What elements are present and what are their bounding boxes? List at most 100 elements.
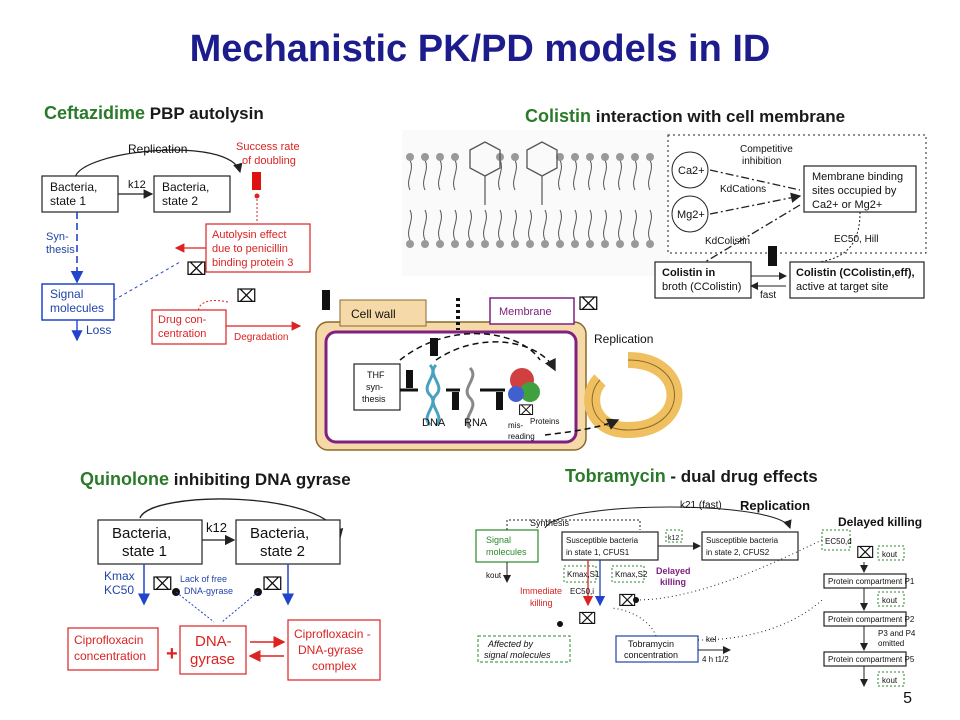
svg-text:DNA-gyrase: DNA-gyrase [298, 643, 364, 657]
svg-text:reading: reading [508, 432, 535, 441]
section-quinolone: Quinolone inhibiting DNA gyrase [80, 469, 351, 490]
tobramycin-rest: - dual drug effects [665, 467, 818, 486]
svg-text:Kmax,S2: Kmax,S2 [615, 570, 648, 579]
svg-text:Delayed: Delayed [656, 566, 691, 576]
svg-text:KC50: KC50 [104, 583, 134, 597]
svg-text:Replication: Replication [740, 498, 810, 513]
protein-p2-box [823, 611, 907, 627]
tobra-effect-icon-1: ⌧ [618, 593, 636, 610]
svg-text:kout: kout [882, 676, 898, 685]
ca-ion [671, 151, 709, 189]
colistin-rest: interaction with cell membrane [591, 107, 846, 126]
svg-text:broth (CColistin): broth (CColistin) [662, 281, 741, 293]
ceftazidime-rest: PBP autolysin [145, 104, 264, 123]
svg-text:kout: kout [486, 571, 502, 580]
svg-text:thesis: thesis [46, 244, 75, 256]
svg-text:Ciprofloxacin: Ciprofloxacin [74, 633, 143, 647]
svg-text:KdColistin: KdColistin [705, 236, 750, 247]
colistin-effect-marker [768, 246, 777, 266]
bacterial-cell-diagram: Cell wall Membrane ⌧ Replication THF syn… [315, 290, 683, 451]
svg-text:Membrane binding: Membrane binding [812, 171, 903, 183]
colistin-membrane-image [402, 130, 670, 276]
svg-text:Bacteria,: Bacteria, [250, 525, 309, 542]
svg-text:RNA: RNA [464, 417, 488, 429]
dna-gyrase-box [179, 625, 247, 675]
quin-effect-icon-1: ⌧ [152, 574, 173, 594]
svg-text:k21 (fast): k21 (fast) [680, 500, 722, 511]
cell-wall-box [339, 299, 427, 327]
svg-text:Tobramycin: Tobramycin [628, 639, 674, 649]
svg-text:Syn-: Syn- [46, 231, 69, 243]
quin-state1-box [97, 519, 203, 565]
svg-text:sites occupied by: sites occupied by [812, 185, 897, 197]
svg-text:kout: kout [882, 550, 898, 559]
svg-text:EC50,d: EC50,d [825, 537, 852, 546]
affected-by-box [477, 635, 571, 663]
colistin-cell-icon: ⌧ [578, 294, 599, 314]
svg-text:DNA-gyrase: DNA-gyrase [184, 586, 233, 596]
thf-box [353, 363, 401, 411]
svg-text:mis-: mis- [508, 421, 523, 430]
svg-text:Kmax: Kmax [104, 569, 135, 583]
colistin-diagram: Ca2+ Mg2+ Competitive inhibition KdCatio… [654, 134, 927, 301]
protein-p5-box [823, 651, 907, 667]
svg-text:Affected by: Affected by [487, 639, 534, 649]
quinolone-drug: Quinolone [80, 469, 169, 489]
svg-text:Loss: Loss [86, 323, 111, 337]
ceftazidime-drug: Ceftazidime [44, 103, 146, 123]
svg-text:Bacteria,: Bacteria, [112, 525, 171, 542]
svg-text:fast: fast [760, 290, 776, 301]
svg-text:binding protein 3: binding protein 3 [212, 257, 293, 269]
svg-text:in state 2, CFUS2: in state 2, CFUS2 [706, 548, 770, 557]
svg-text:+: + [166, 643, 178, 665]
dna-helix [425, 363, 441, 427]
svg-text:Protein compartment P1: Protein compartment P1 [828, 577, 915, 586]
cipro-gyrase-complex-box [287, 619, 381, 681]
svg-text:THF: THF [367, 370, 385, 380]
svg-text:Ca2+ or Mg2+: Ca2+ or Mg2+ [812, 199, 882, 211]
misreading-icon: ⌧ [518, 402, 534, 418]
svg-text:DNA: DNA [422, 417, 446, 429]
quin-effect-icon-2: ⌧ [262, 574, 283, 594]
section-colistin: Colistin interaction with cell membrane [525, 106, 845, 127]
svg-text:state 2: state 2 [162, 194, 198, 208]
svg-text:state 1: state 1 [122, 543, 167, 560]
ceftazidime-diagram: Replication Bacteria, state 1 k12 Bacter… [41, 141, 311, 345]
svg-text:Drug con-: Drug con- [158, 314, 207, 326]
svg-text:Colistin (CColistin,eff),: Colistin (CColistin,eff), [796, 267, 915, 279]
svg-text:thesis: thesis [362, 394, 386, 404]
ceft-state1-box [41, 175, 119, 213]
quinolone-rest: inhibiting DNA gyrase [169, 470, 351, 489]
svg-text:molecules: molecules [486, 547, 527, 557]
svg-text:Ca2+: Ca2+ [678, 165, 705, 177]
section-tobramycin: Tobramycin - dual drug effects [565, 466, 818, 487]
svg-text:kout: kout [882, 596, 898, 605]
svg-text:due to penicillin: due to penicillin [212, 243, 288, 255]
ceft-effect-icon-2: ⌧ [236, 286, 257, 306]
svg-text:of doubling: of doubling [242, 155, 296, 167]
drug-concentration-box [151, 309, 227, 345]
svg-text:Signal: Signal [50, 287, 83, 301]
svg-text:gyrase: gyrase [190, 651, 235, 668]
svg-text:P3 and P4: P3 and P4 [878, 629, 916, 638]
svg-text:Susceptible bacteria: Susceptible bacteria [566, 536, 639, 545]
svg-text:Mg2+: Mg2+ [677, 209, 705, 221]
svg-text:state 2: state 2 [260, 543, 305, 560]
ceft-state2-box [153, 175, 231, 213]
ceft-effect-icon-1: ⌧ [186, 259, 207, 279]
tobra-delayed-icon: ⌧ [856, 545, 874, 562]
svg-text:Protein compartment P2: Protein compartment P2 [828, 615, 915, 624]
svg-text:Replication: Replication [594, 332, 653, 346]
cell-membrane-ring [324, 330, 578, 444]
svg-text:k12: k12 [668, 535, 679, 542]
membrane-binding-box [803, 165, 917, 213]
page-number: 5 [903, 690, 912, 707]
svg-text:Delayed killing: Delayed killing [838, 515, 922, 529]
colistin-target-box [789, 261, 925, 299]
svg-text:Bacteria,: Bacteria, [162, 180, 209, 194]
svg-text:Colistin in: Colistin in [662, 267, 715, 279]
svg-text:omitted: omitted [878, 639, 904, 648]
svg-text:Success rate: Success rate [236, 141, 300, 153]
svg-text:state 1: state 1 [50, 194, 86, 208]
